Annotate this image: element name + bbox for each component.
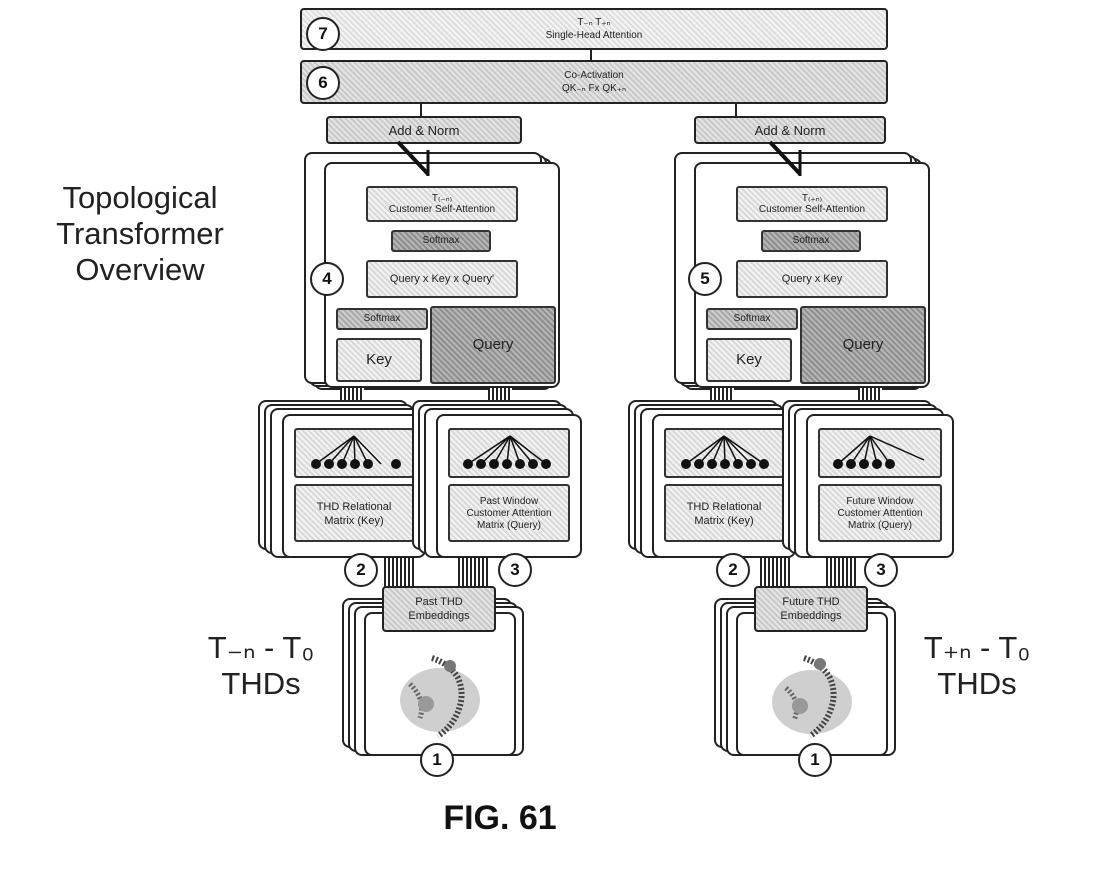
connector-7-6 [590,50,592,60]
step6-line2: QK₋ₙ Fx QK₊ₙ [302,83,886,95]
right-embeddings-label: Future THD Embeddings [756,595,866,623]
right-step2-badge: 2 [716,553,750,587]
left-time-block: T₋ₙ - T₀ THDs [186,630,336,702]
connector-6-right [735,104,737,116]
left-attention-title1: T₍₋ₙ₎ [368,193,516,204]
right-encoder-layer: T₍₊ₙ₎ Customer Self-Attention Softmax Qu… [694,162,930,388]
right-thd-network-graph [666,430,782,476]
left-qk-formula: Query x Key x Query' [366,260,518,298]
left-time-label: T₋ₙ - T₀ [186,630,336,666]
right-add-norm-label: Add & Norm [696,125,884,137]
left-softmax-top: Softmax [391,230,491,252]
right-thd-matrix-label: THD Relational Matrix (Key) [664,484,784,542]
left-softmax-small: Softmax [336,308,428,330]
right-query-box: Query [800,306,926,384]
step7-badge: 7 [306,17,340,51]
step7-line2: Single-Head Attention [302,30,886,42]
right-softmax-small: Softmax [706,308,798,330]
left-thd-matrix-label: THD Relational Matrix (Key) [294,484,414,542]
right-attention-title1: T₍₊ₙ₎ [738,193,886,204]
right-window-network [818,428,942,478]
right-attention-title2: Customer Self-Attention [738,204,886,215]
left-window-network [448,428,570,478]
left-residual-arrow [390,140,440,180]
overview-line3: Overview [20,252,260,288]
left-embedding-scatter [380,644,504,748]
left-self-attention-box: T₍₋ₙ₎ Customer Self-Attention [366,186,518,222]
right-time-label: T₊ₙ - T₀ [902,630,1052,666]
left-thd-network-graph [296,430,412,476]
right-qk-formula: Query x Key [736,260,888,298]
left-window-matrix-label: Past Window Customer Attention Matrix (Q… [448,484,570,542]
left-window-card: Past Window Customer Attention Matrix (Q… [436,414,582,558]
right-key-box: Key [706,338,792,382]
left-thd-card: THD Relational Matrix (Key) [282,414,426,558]
right-step3-badge: 3 [864,553,898,587]
left-embeddings-box: Past THD Embeddings [382,586,496,632]
left-embed-card [364,612,516,756]
overview-line1: Topological [20,180,260,216]
left-attention-title2: Customer Self-Attention [368,204,516,215]
connector-6-left [420,104,422,116]
right-step1-badge: 1 [798,743,832,777]
overview-line2: Transformer [20,216,260,252]
left-step1-badge: 1 [420,743,454,777]
left-key-box: Key [336,338,422,382]
left-query-box: Query [430,306,556,384]
co-activation-bar: Co-Activation QK₋ₙ Fx QK₊ₙ [300,60,888,104]
right-embedding-scatter [752,644,876,748]
left-encoder-layer: T₍₋ₙ₎ Customer Self-Attention Softmax Qu… [324,162,560,388]
left-thds-label: THDs [186,666,336,702]
left-step3-badge: 3 [498,553,532,587]
right-thds-label: THDs [902,666,1052,702]
single-head-attention-bar: T₋ₙ T₊ₙ Single-Head Attention [300,8,888,50]
left-thd-network [294,428,414,478]
left-step2-badge: 2 [344,553,378,587]
left-embeddings-label: Past THD Embeddings [384,595,494,623]
right-thd-network [664,428,784,478]
right-thd-card: THD Relational Matrix (Key) [652,414,796,558]
figure-label: FIG. 61 [400,798,600,838]
right-time-block: T₊ₙ - T₀ THDs [902,630,1052,702]
step5-badge: 5 [688,262,722,296]
left-window-network-graph [450,430,568,476]
step7-line1: T₋ₙ T₊ₙ [302,17,886,29]
right-window-card: Future Window Customer Attention Matrix … [806,414,954,558]
step6-line1: Co-Activation [302,70,886,82]
right-embed-card [736,612,888,756]
step4-badge: 4 [310,262,344,296]
right-window-matrix-label: Future Window Customer Attention Matrix … [818,484,942,542]
right-embeddings-box: Future THD Embeddings [754,586,868,632]
right-self-attention-box: T₍₊ₙ₎ Customer Self-Attention [736,186,888,222]
right-residual-arrow [762,140,812,180]
right-window-network-graph [820,430,940,476]
right-softmax-top: Softmax [761,230,861,252]
overview-title: Topological Transformer Overview [20,180,260,288]
step6-badge: 6 [306,66,340,100]
left-add-norm-label: Add & Norm [328,125,520,137]
